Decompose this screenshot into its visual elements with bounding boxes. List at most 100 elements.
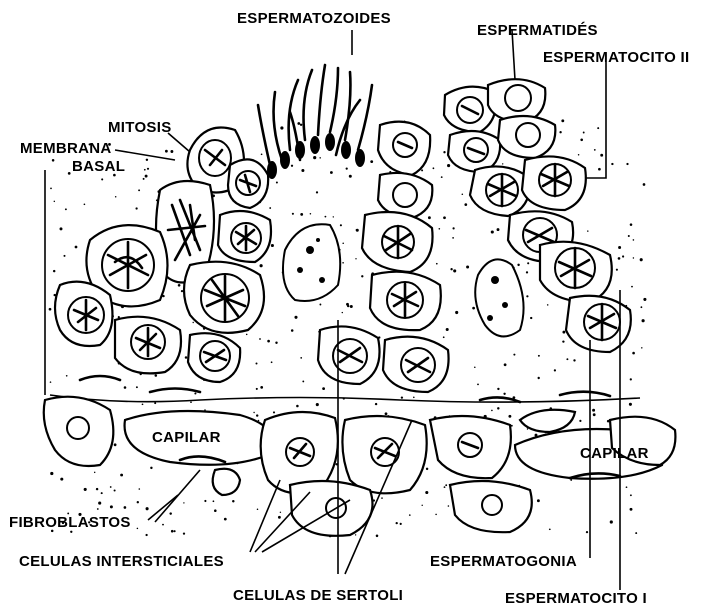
stipple-dot: [162, 524, 164, 526]
stipple-dot: [316, 403, 319, 406]
stipple-dot: [150, 467, 152, 469]
stipple-dot: [224, 518, 227, 521]
stipple-dot: [342, 243, 344, 245]
stipple-dot: [101, 492, 103, 494]
label-espermatozoides: ESPERMATOZOIDES: [237, 10, 391, 27]
stipple-dot: [561, 119, 564, 122]
stipple-dot: [120, 474, 123, 477]
stipple-dot: [629, 403, 632, 406]
stipple-dot: [396, 522, 398, 524]
stipple-dot: [626, 163, 628, 165]
stipple-dot: [502, 163, 503, 164]
stipple-dot: [68, 172, 71, 175]
stipple-dot: [452, 227, 454, 229]
label-espermatocito-ii: ESPERMATOCITO II: [543, 49, 690, 66]
stipple-dot: [526, 271, 528, 273]
stipple-dot: [643, 183, 646, 186]
stipple-dot: [597, 127, 599, 129]
stipple-dot: [641, 347, 642, 348]
stipple-dot: [592, 409, 595, 412]
stipple-dot: [280, 126, 283, 129]
stipple-dot: [49, 308, 52, 311]
stipple-dot: [97, 508, 99, 510]
stipple-dot: [246, 334, 248, 336]
stipple-dot: [583, 132, 585, 134]
stipple-dot: [444, 486, 446, 488]
stipple-dot: [554, 369, 556, 371]
stipple-dot: [628, 235, 630, 237]
stipple-dot: [142, 403, 144, 405]
stipple-dot: [204, 500, 206, 502]
stipple-dot: [110, 486, 112, 488]
stipple-dot: [115, 196, 117, 198]
stipple-dot: [143, 178, 145, 180]
stipple-dot: [633, 239, 635, 241]
stipple-dot: [84, 203, 86, 205]
stipple-dot: [136, 386, 138, 388]
stipple-dot: [547, 304, 549, 306]
stipple-dot: [491, 410, 493, 412]
stipple-dot: [413, 397, 415, 399]
stipple-dot: [169, 512, 171, 514]
stipple-dot: [598, 168, 601, 171]
stipple-dot: [183, 532, 185, 534]
label-celulas-de-sertoli: CELULAS DE SERTOLI: [233, 587, 403, 604]
stipple-dot: [213, 500, 215, 502]
stipple-dot: [350, 305, 353, 308]
stipple-dot: [626, 486, 628, 488]
stipple-dot: [450, 268, 452, 270]
stipple-dot: [587, 230, 588, 231]
stipple-dot: [446, 328, 449, 331]
stipple-dot: [538, 355, 540, 357]
stipple-dot: [333, 216, 334, 217]
stipple-dot: [50, 472, 53, 475]
stipple-dot: [559, 131, 561, 133]
stipple-dot: [310, 213, 312, 215]
stipple-dot: [349, 175, 352, 178]
stipple-dot: [436, 263, 438, 265]
stipple-dot: [296, 405, 299, 408]
stipple-dot: [566, 358, 568, 360]
stipple-dot: [464, 203, 467, 206]
stipple-dot: [622, 255, 624, 257]
stipple-dot: [66, 375, 68, 377]
stipple-dot: [269, 207, 271, 209]
label-capilar-left: CAPILAR: [152, 429, 221, 446]
stipple-dot: [346, 168, 348, 170]
stipple-dot: [447, 164, 450, 167]
stipple-dot: [633, 257, 634, 258]
stipple-dot: [340, 224, 342, 226]
stipple-dot: [631, 286, 633, 288]
stipple-dot: [174, 530, 176, 532]
stipple-dot: [256, 414, 258, 416]
stipple-dot: [356, 229, 358, 231]
stipple-dot: [171, 530, 174, 533]
stipple-dot: [165, 150, 168, 153]
stipple-dot: [401, 396, 403, 398]
stipple-dot: [261, 153, 263, 155]
stipple-dot: [145, 175, 148, 178]
stipple-dot: [455, 311, 458, 314]
stipple-dot: [253, 412, 254, 413]
stipple-dot: [275, 341, 277, 343]
label-basal: BASAL: [72, 158, 125, 175]
stipple-dot: [170, 150, 173, 153]
stipple-dot: [491, 230, 494, 233]
stipple-dot: [573, 359, 575, 361]
stipple-dot: [301, 169, 304, 172]
stipple-dot: [276, 181, 278, 183]
stipple-dot: [611, 163, 613, 165]
label-capilar-right: CAPILAR: [580, 445, 649, 462]
stipple-dot: [370, 160, 373, 163]
stipple-dot: [630, 508, 633, 511]
stipple-dot: [325, 216, 327, 218]
stipple-dot: [428, 216, 431, 219]
stipple-dot: [409, 514, 411, 516]
stipple-dot: [232, 500, 234, 502]
stipple-dot: [185, 356, 188, 359]
stipple-dot: [138, 488, 140, 490]
stipple-dot: [594, 149, 596, 151]
stipple-dot: [385, 412, 388, 415]
stipple-dot: [52, 159, 55, 162]
stipple-dot: [319, 157, 320, 158]
